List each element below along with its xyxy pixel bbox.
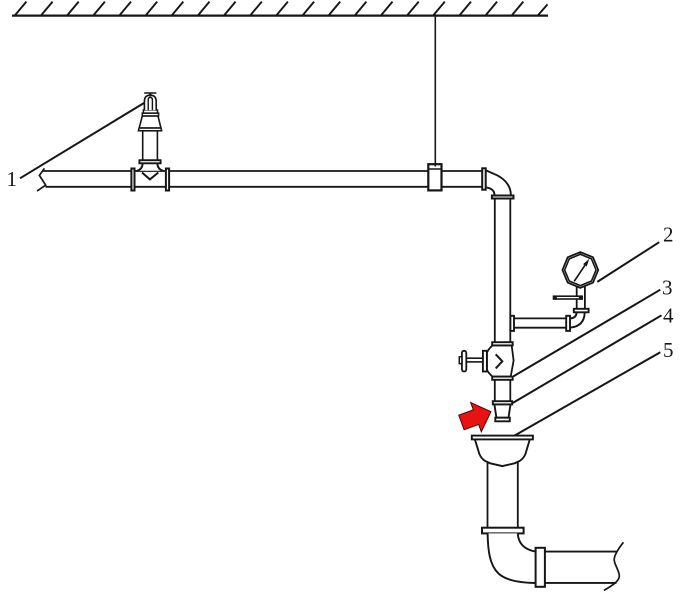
svg-text:2: 2 bbox=[663, 223, 674, 247]
svg-text:4: 4 bbox=[663, 303, 674, 327]
svg-text:1: 1 bbox=[7, 167, 18, 191]
svg-text:5: 5 bbox=[663, 338, 674, 362]
svg-text:3: 3 bbox=[662, 276, 673, 300]
